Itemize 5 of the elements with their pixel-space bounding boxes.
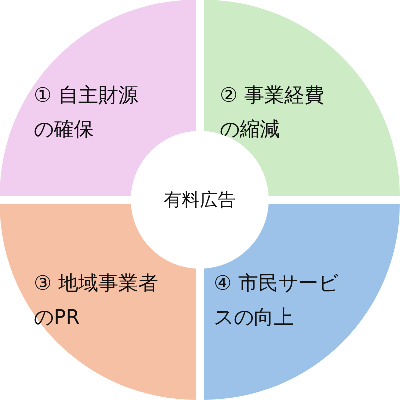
segment-label: ④ 市民サービスの向上 — [214, 270, 340, 331]
center-label: 有料広告 — [164, 189, 236, 212]
segment-label: ③ 地域事業者のPR — [34, 270, 160, 331]
segment-label: ① 自主財源の確保 — [34, 82, 140, 143]
segment-label: ② 事業経費の縮減 — [220, 82, 326, 143]
